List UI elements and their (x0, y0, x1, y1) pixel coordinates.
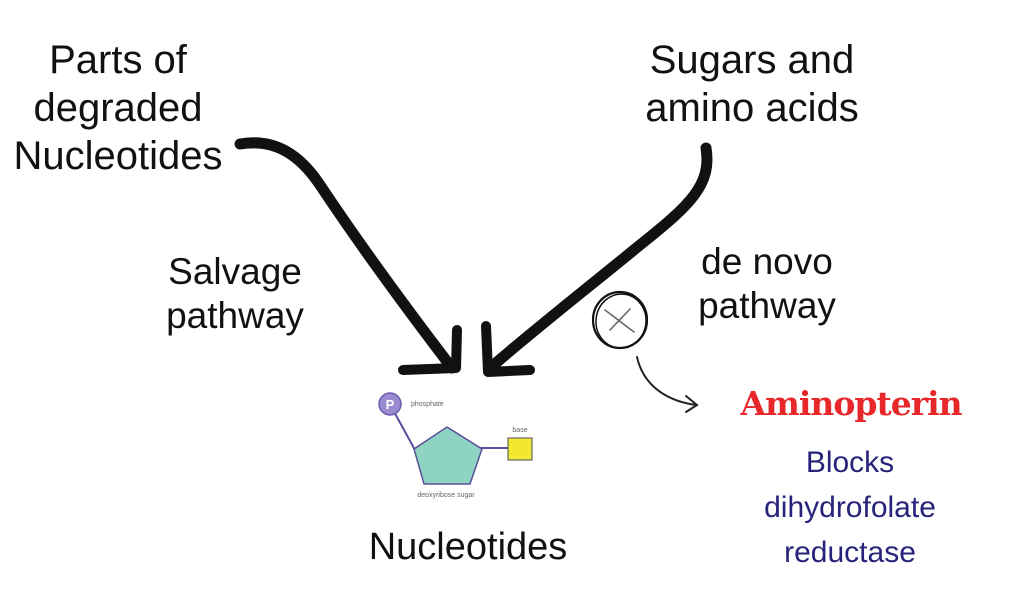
source-degraded-nucleotides: Parts of degraded Nucleotides (8, 36, 228, 180)
de-novo-pathway-label: de novo pathway (672, 240, 862, 329)
de-novo-arrow (481, 142, 713, 377)
inhibitor-description: Blocks dihydrofolate reductase (740, 440, 960, 575)
de-novo-line: de novo (701, 241, 833, 282)
source-right-line: Sugars and (649, 38, 855, 82)
phosphate-bond (391, 407, 416, 451)
salvage-pathway-label: Salvage pathway (140, 250, 330, 339)
inhibitor-name: Aminopterin (740, 384, 962, 423)
salvage-line: pathway (166, 295, 304, 337)
nucleotides-label: Nucleotides (368, 526, 568, 568)
source-left-line: degraded (33, 86, 203, 130)
source-left-line: Nucleotides (13, 134, 223, 178)
base-label: base (512, 427, 527, 434)
inhibitor-description-line: dihydrofolate (764, 491, 936, 524)
sugar-label: deoxyribose sugar (417, 492, 475, 499)
salvage-line: Salvage (168, 251, 302, 292)
phosphate-symbol: P (386, 397, 395, 412)
phosphate-circle (378, 392, 402, 416)
de-novo-line: pathway (698, 285, 836, 327)
inhibitor-description-line: reductase (784, 536, 916, 569)
inhibition-arrow (636, 356, 699, 413)
nucleotide-structure: P phosphate base deoxyribose sugar (378, 392, 533, 499)
salvage-arrow (234, 137, 462, 375)
base-square (507, 437, 533, 461)
phosphate-label: phosphate (411, 401, 444, 408)
inhibitor-description-line: Blocks (805, 446, 895, 479)
source-right-line: amino acids (645, 86, 859, 130)
sugar-pentagon (413, 426, 483, 485)
source-left-line: Parts of (49, 38, 187, 82)
blocked-x-icon (591, 290, 649, 350)
source-sugars-amino-acids: Sugars and amino acids (622, 36, 882, 132)
